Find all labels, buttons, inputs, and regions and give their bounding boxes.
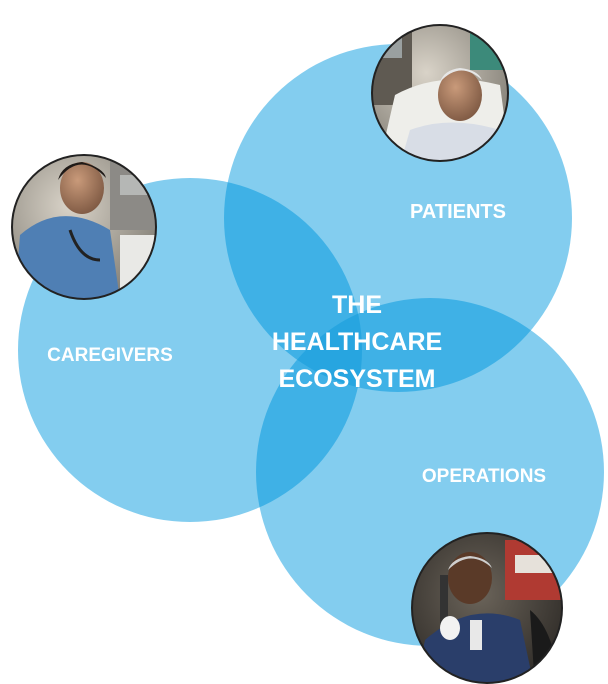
caregivers-label: CAREGIVERS bbox=[47, 345, 173, 366]
patients-photo-border bbox=[371, 24, 509, 162]
operations-label: OPERATIONS bbox=[422, 466, 546, 487]
center-title-line1: THE bbox=[332, 291, 382, 319]
patients-label: PATIENTS bbox=[410, 201, 506, 223]
caregivers-photo-border bbox=[11, 154, 157, 300]
center-title: THE HEALTHCARE ECOSYSTEM bbox=[272, 291, 442, 393]
operations-photo bbox=[411, 532, 563, 684]
overlap-caregivers-operations bbox=[256, 298, 362, 522]
center-title-line2: HEALTHCARE bbox=[272, 328, 442, 356]
operations-photo-border bbox=[411, 532, 563, 684]
overlap-patients-caregivers bbox=[224, 178, 362, 392]
center-title-line3: ECOSYSTEM bbox=[279, 365, 436, 393]
